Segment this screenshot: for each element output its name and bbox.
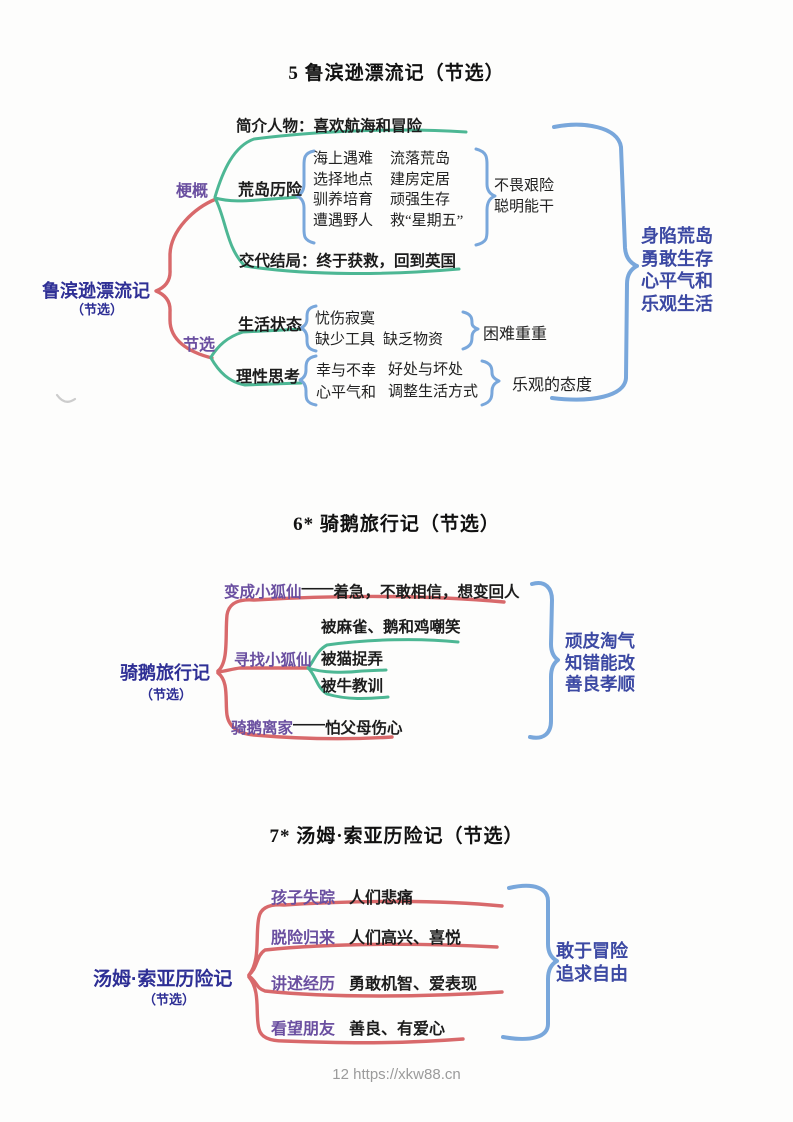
s1-overview-label: 梗概 <box>176 183 209 200</box>
s2-branch1-desc: 着急，不敢相信，想变回人 <box>333 584 520 601</box>
s1-adventure-line <box>213 195 301 203</box>
list-item: 海上遇难 <box>313 151 374 167</box>
s1-intro-text: 简介人物：喜欢航海和冒险 <box>236 118 423 135</box>
s2-branch2-label: 寻找小狐仙 <box>234 652 312 669</box>
s2-branch1-label: 变成小狐仙 <box>224 584 302 601</box>
list-item: 建房定居 <box>390 171 451 188</box>
s3-root-title: 汤姆·索亚历险记 <box>93 969 233 990</box>
s1-thinking-item-3: 调整生活方式 <box>388 384 479 400</box>
s3-branch4-line <box>247 975 465 1045</box>
s3-branch2-label: 讲述经历 <box>271 976 336 993</box>
s2-branch1-line <box>216 594 506 673</box>
s1-root-sub: （节选） <box>70 302 123 317</box>
s2-branch1-row: 变成小狐仙——着急，不敢相信，想变回人 <box>224 580 520 602</box>
s1-adventure-result-1: 不畏艰险 <box>494 178 555 194</box>
s1-adventure-label: 荒岛历险 <box>238 182 303 199</box>
s1-adventure-brace-left <box>295 149 316 245</box>
list-item: 遭遇野人 <box>313 212 374 229</box>
s2-branch3-label: 骑鹅离家 <box>231 720 294 737</box>
s2-child-0: 被麻雀、鹅和鸡嘲笑 <box>321 619 461 636</box>
s2-child3-line <box>306 666 390 701</box>
summary-line: 敢于冒险 <box>556 941 628 961</box>
s3-summary-brace <box>501 883 559 1041</box>
s3-branch3-desc: 善良、有爱心 <box>349 1021 446 1038</box>
s1-thinking-line <box>209 356 303 387</box>
list-item: 驯养培育 <box>313 192 374 208</box>
s1-life-brace-right <box>461 310 480 351</box>
s3-branch2-line <box>247 942 499 977</box>
s1-adventure-result-2: 聪明能干 <box>494 199 555 215</box>
s1-thinking-item-2: 心平气和 <box>316 385 377 401</box>
s1-adventure-col2: 流落荒岛 建房定居 顽强生存 救“星期五” <box>390 149 463 231</box>
section2-title: 6* 骑鹅旅行记（节选） <box>293 514 500 535</box>
s1-thinking-result: 乐观的态度 <box>512 377 593 394</box>
summary-line: 乐观生活 <box>641 293 713 314</box>
summary-line: 顽皮淘气 <box>565 631 635 651</box>
s1-thinking-brace-left <box>298 354 318 407</box>
list-item: 流落荒岛 <box>390 151 451 167</box>
summary-line: 心平气和 <box>641 271 713 291</box>
s1-life-brace-left <box>299 304 318 353</box>
s2-child1-line <box>306 638 460 670</box>
s2-child-2: 被牛教训 <box>321 678 384 695</box>
s1-thinking-label: 理性思考 <box>236 369 301 386</box>
s2-branch2-line <box>216 666 310 674</box>
s3-branch2-desc: 勇敢机智、爱表现 <box>349 976 478 993</box>
s1-life-item-0: 忧伤寂寞 <box>315 311 376 327</box>
s1-thinking-item-1: 好处与坏处 <box>388 362 464 378</box>
s1-ending-line <box>214 198 461 276</box>
s1-thinking-brace-right <box>480 359 501 407</box>
s1-excerpt-label: 节选 <box>183 337 216 354</box>
s1-root-title: 鲁滨逊漂流记 <box>42 281 150 301</box>
s2-summary-brace <box>528 581 560 740</box>
s1-life-result: 困难重重 <box>483 326 548 343</box>
s1-summary: 身陷荒岛 勇敢生存 心平气和 乐观生活 <box>641 225 713 315</box>
s1-life-label: 生活状态 <box>238 317 303 334</box>
summary-line: 身陷荒岛 <box>641 226 713 246</box>
s1-thinking-item-0: 幸与不幸 <box>316 363 377 379</box>
s2-child-1: 被猫捉弄 <box>321 651 384 668</box>
s2-branch3-row: 骑鹅离家——怕父母伤心 <box>231 716 403 738</box>
s3-root-sub: （节选） <box>142 992 195 1007</box>
s2-branch1-dash: —— <box>301 580 334 597</box>
s2-child2-line <box>306 666 388 674</box>
summary-line: 追求自由 <box>556 963 628 984</box>
s1-life-item-2: 缺乏物资 <box>383 332 444 348</box>
s3-branch0-label: 孩子失踪 <box>271 890 336 907</box>
s2-branch3-dash: —— <box>293 716 326 733</box>
summary-line: 善良孝顺 <box>565 674 635 694</box>
s2-branch3-line <box>216 671 394 741</box>
s1-intro-line <box>213 128 468 199</box>
s1-adventure-col1: 海上遇难 选择地点 驯养培育 遭遇野人 <box>313 149 373 231</box>
list-item: 救“星期五” <box>390 212 464 229</box>
s3-branch1-label: 脱险归来 <box>271 930 336 947</box>
s2-branch3-desc: 怕父母伤心 <box>325 720 403 737</box>
s1-adventure-brace-right <box>474 147 497 247</box>
s3-branch1-desc: 人们高兴、喜悦 <box>349 930 462 947</box>
s1-ending-text: 交代结局：终于获救，回到英国 <box>239 253 457 270</box>
section3-title: 7* 汤姆·索亚历险记（节选） <box>269 826 524 847</box>
s1-trunk-line <box>154 197 218 360</box>
s2-summary: 顽皮淘气 知错能改 善良孝顺 <box>565 631 635 696</box>
s1-summary-brace <box>550 122 639 402</box>
s3-branch0-desc: 人们悲痛 <box>349 890 414 907</box>
s3-branch3-label: 看望朋友 <box>271 1021 336 1038</box>
s2-root-sub: （节选） <box>139 687 192 702</box>
stray-pen-mark <box>55 393 77 403</box>
s3-branch1-line <box>247 899 504 977</box>
section1-title: 5 鲁滨逊漂流记（节选） <box>288 63 505 84</box>
summary-line: 勇敢生存 <box>641 248 713 269</box>
summary-line: 知错能改 <box>565 652 635 673</box>
s2-root-title: 骑鹅旅行记 <box>120 663 210 683</box>
s1-life-line <box>209 327 305 359</box>
list-item: 选择地点 <box>313 171 374 188</box>
s3-summary: 敢于冒险 追求自由 <box>556 940 628 985</box>
page-footer: 12 https://xkw88.cn <box>332 1066 461 1083</box>
s3-branch3-line <box>247 974 504 998</box>
list-item: 顽强生存 <box>390 192 451 208</box>
s1-life-item-1: 缺少工具 <box>315 332 376 348</box>
